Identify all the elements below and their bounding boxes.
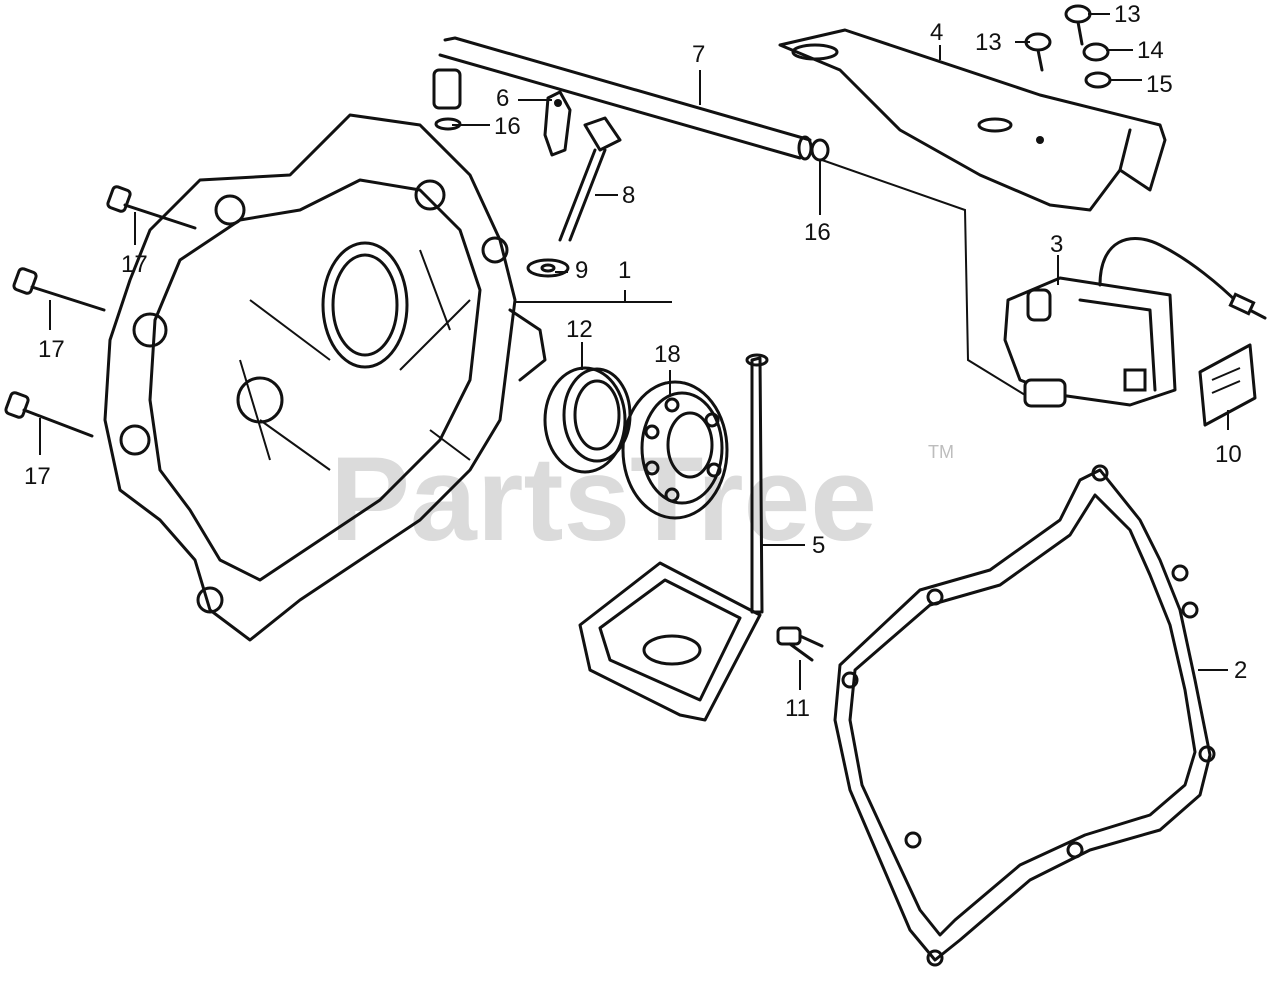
watermark-trademark: TM (928, 442, 954, 462)
callout-15: 15 (1146, 71, 1173, 98)
callout-13-left: 13 (975, 29, 1002, 56)
callout-3: 3 (1050, 231, 1063, 258)
callout-17-bottom: 17 (24, 463, 51, 490)
callout-2: 2 (1234, 657, 1247, 684)
part-gasket[interactable] (833, 464, 1216, 967)
callout-11: 11 (785, 695, 810, 722)
part-crankcase-cover[interactable] (103, 113, 547, 642)
watermark-text: PartsTree (330, 432, 877, 566)
part-oil-alert-unit[interactable] (1003, 237, 1267, 408)
callout-8: 8 (622, 182, 635, 209)
part-bolt-11[interactable] (776, 626, 824, 662)
callout-13-right: 13 (1114, 1, 1141, 28)
callout-7: 7 (692, 41, 705, 68)
callout-17-top: 17 (121, 251, 148, 278)
part-screw-13-right[interactable] (1064, 4, 1092, 46)
callout-16-right: 16 (804, 219, 831, 246)
part-nut[interactable] (1082, 42, 1110, 62)
callout-12: 12 (566, 316, 593, 343)
callout-10: 10 (1215, 441, 1242, 468)
part-bearing[interactable] (621, 380, 729, 520)
callout-4: 4 (930, 19, 943, 46)
part-lock-washer[interactable] (1084, 71, 1112, 89)
callout-6: 6 (496, 85, 509, 112)
callout-1: 1 (618, 257, 631, 284)
part-pipe[interactable] (432, 36, 813, 161)
callout-5: 5 (812, 532, 825, 559)
part-bolt-17-bottom[interactable] (4, 391, 94, 438)
part-bracket[interactable] (778, 28, 1167, 212)
part-oil-sensor-bracket[interactable] (578, 353, 769, 722)
part-bolt-17-top[interactable] (106, 185, 197, 230)
part-clip-16-right[interactable] (810, 138, 830, 162)
part-washer[interactable] (526, 258, 570, 278)
part-dipstick[interactable] (558, 116, 622, 242)
callout-14: 14 (1137, 37, 1164, 64)
part-label[interactable] (1198, 343, 1257, 427)
callout-16-left: 16 (494, 113, 521, 140)
callout-17-middle: 17 (38, 336, 65, 363)
part-screw-13-left[interactable] (1024, 32, 1052, 72)
part-bolt-17-middle[interactable] (12, 267, 106, 312)
part-breather-bracket[interactable] (543, 90, 572, 157)
callout-18: 18 (654, 341, 681, 368)
callout-9: 9 (575, 257, 588, 284)
